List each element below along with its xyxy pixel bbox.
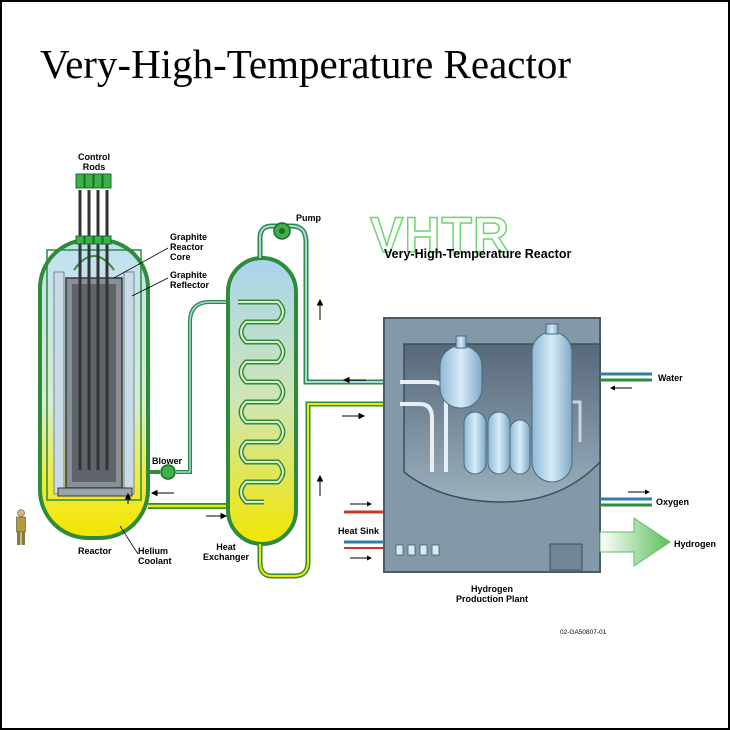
leader-lines: [113, 247, 169, 555]
heat-exchanger: [226, 256, 298, 546]
label-hydrogen: Hydrogen: [674, 539, 716, 549]
blower: [148, 300, 230, 480]
label-graphite-core-1: Graphite: [170, 232, 207, 242]
person-figure: [16, 509, 26, 545]
pump: [257, 222, 384, 385]
label-graphite-core-2: Reactor: [170, 242, 204, 252]
figure-code: 02-GA50807-01: [560, 629, 607, 636]
hydrogen-plant: [383, 317, 601, 573]
flow-arrows: [124, 298, 366, 520]
label-heat-sink: Heat Sink: [338, 526, 380, 536]
plant-outputs: [344, 372, 671, 567]
label-graphite-core-3: Core: [170, 252, 191, 262]
label-heat-exchanger-1: Heat: [216, 542, 236, 552]
label-heat-exchanger-2: Exchanger: [203, 552, 250, 562]
label-blower: Blower: [152, 456, 183, 466]
label-helium-coolant-2: Coolant: [138, 556, 172, 566]
label-reactor: Reactor: [78, 546, 112, 556]
label-control-rods-2: Rods: [83, 162, 106, 172]
label-graphite-reflector-1: Graphite: [170, 270, 207, 280]
labels: Control Rods Graphite Reactor Core Graph…: [78, 152, 716, 636]
logo-acronym: VHTR: [370, 207, 510, 263]
label-graphite-reflector-2: Reflector: [170, 280, 210, 290]
vhtr-logo: VHTR Very-High-Temperature Reactor: [369, 206, 571, 264]
reactor-vessel: [38, 238, 150, 540]
label-pump: Pump: [296, 213, 322, 223]
label-control-rods-1: Control: [78, 152, 110, 162]
page-title: Very-High-Temperature Reactor: [40, 41, 572, 87]
logo-subtitle: Very-High-Temperature Reactor: [384, 247, 571, 261]
control-rods: [75, 173, 112, 470]
label-oxygen: Oxygen: [656, 497, 689, 507]
hydrogen-output-arrow: [599, 517, 671, 567]
label-water: Water: [658, 373, 683, 383]
label-hydrogen-plant-1: Hydrogen: [471, 584, 513, 594]
label-helium-coolant-1: Helium: [138, 546, 168, 556]
label-hydrogen-plant-2: Production Plant: [456, 594, 528, 604]
